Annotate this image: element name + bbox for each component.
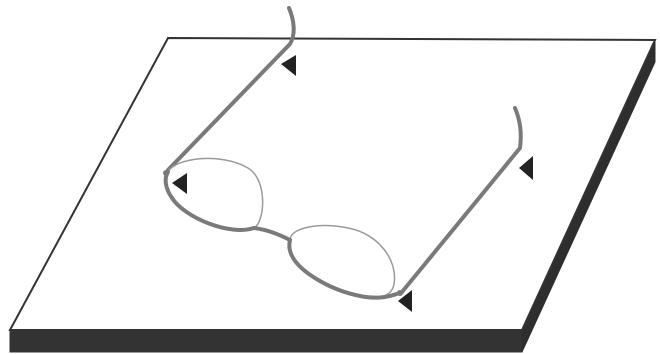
board bbox=[10, 38, 655, 352]
left-hinge-joint bbox=[163, 170, 169, 176]
board-front-edge bbox=[10, 330, 522, 352]
right-hinge-joint bbox=[397, 290, 403, 296]
